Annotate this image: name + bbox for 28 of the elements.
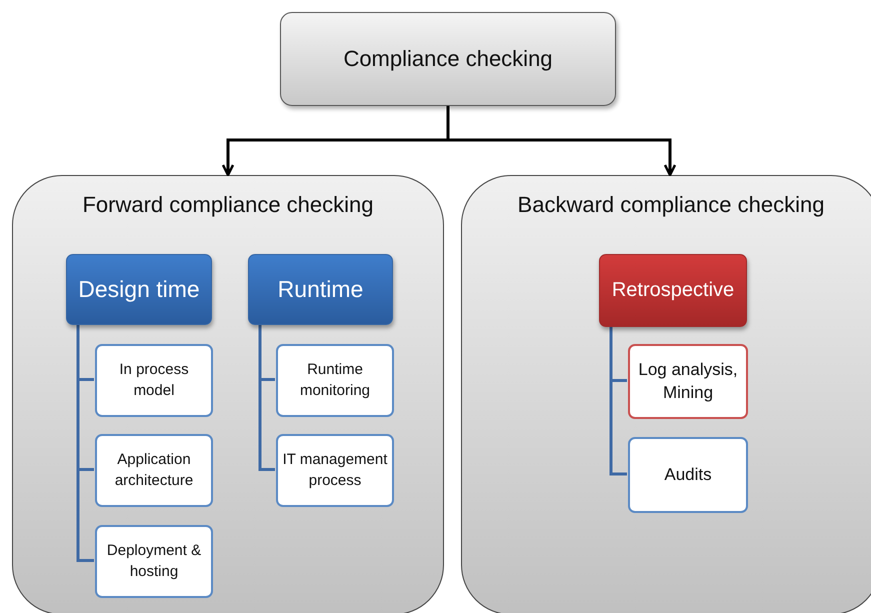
category-box <box>599 254 747 327</box>
group-panel <box>12 175 444 613</box>
item-box <box>95 344 213 417</box>
item-box <box>95 525 213 598</box>
panel-heading: Forward compliance checking <box>82 192 374 218</box>
tree-connector <box>76 324 94 562</box>
arrow <box>446 106 676 176</box>
node-label: Audits <box>664 464 712 486</box>
node-label: Runtime <box>278 276 364 303</box>
node-label: Log analysis, Mining <box>637 358 739 404</box>
item-box <box>95 434 213 507</box>
category-box <box>66 254 212 325</box>
item-box <box>628 344 748 419</box>
node-label: Compliance checking <box>343 46 553 72</box>
node-label: In process model <box>118 360 190 400</box>
group-panel <box>461 175 871 613</box>
root-box <box>280 12 616 106</box>
node-label: Retrospective <box>612 279 734 302</box>
node-label: Application architecture <box>114 450 194 490</box>
item-box <box>276 434 394 507</box>
category-box <box>248 254 393 325</box>
panel-heading: Backward compliance checking <box>518 192 824 218</box>
node-label: Runtime monitoring <box>298 360 372 400</box>
node-label: IT management process <box>282 450 388 490</box>
item-box <box>628 437 748 513</box>
item-box <box>276 344 394 417</box>
node-label: Design time <box>78 276 200 303</box>
node-label: Deployment & hosting <box>106 541 202 582</box>
